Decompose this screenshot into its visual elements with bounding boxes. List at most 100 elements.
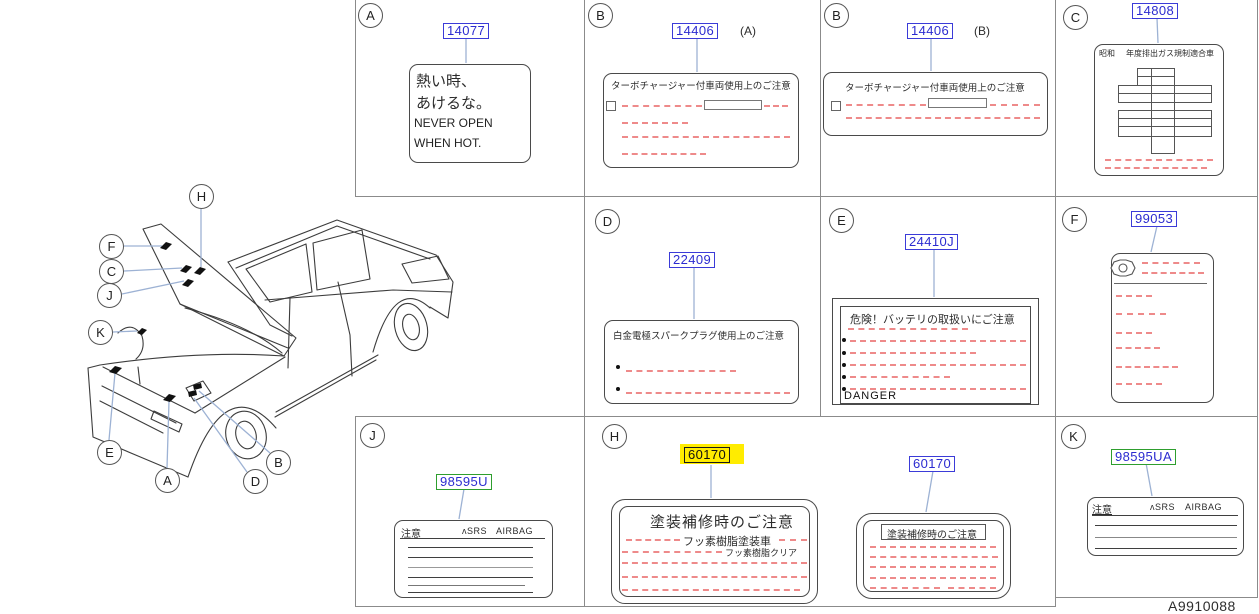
part-number-98595u[interactable]: 98595U [436, 474, 492, 490]
label-14406a-title: ターボチャージャー付車両使用上のご注意 [611, 82, 791, 92]
mark-H [194, 267, 206, 275]
grid-v-left-top [355, 0, 356, 196]
label-60170b-dash-3 [870, 566, 996, 568]
car-callout-E: E [97, 440, 122, 465]
label-98595ua-line-title [1092, 515, 1238, 516]
part-number-14808[interactable]: 14808 [1132, 3, 1179, 19]
label-60170a-dash-2a [626, 539, 680, 541]
label-14808-dash-2 [1105, 167, 1207, 169]
car-roofline-inner [235, 225, 431, 269]
label-14077-line3: NEVER OPEN [414, 116, 493, 130]
label-60170b-dash-5b [948, 587, 996, 589]
label-24410j-danger: DANGER [844, 390, 898, 402]
car-rocker [274, 354, 379, 418]
cell-k-letter: K [1061, 424, 1086, 449]
label-99053-dash-2 [1116, 313, 1166, 315]
part-number-24410j[interactable]: 24410J [905, 234, 959, 250]
label-24410j-title: 危険！バッテリの取扱いにご注意 [850, 314, 1015, 326]
label-22409-dash-1 [626, 370, 736, 372]
label-60170b-dash-4 [870, 577, 996, 579]
label-60170a-title: 塗装補修時のご注意 [650, 515, 795, 531]
label-99053-dash-top2 [1142, 272, 1204, 274]
label-98595ua-airbag: AIRBAG [1185, 502, 1223, 512]
car-fender-top [99, 353, 285, 366]
label-24410j-bullet-5 [842, 387, 846, 391]
part-number-60170-selected[interactable]: 60170 [684, 447, 731, 463]
leader-D [193, 397, 248, 473]
part-number-99053[interactable]: 99053 [1131, 211, 1178, 227]
label-99053-dash-top1 [1142, 262, 1200, 264]
car-hood-open [142, 223, 297, 357]
part-number-14077[interactable]: 14077 [443, 23, 490, 39]
label-98595ua [1087, 497, 1244, 556]
label-60170b-title: 塗装補修時のご注意 [887, 530, 977, 541]
label-14077-line4: WHEN HOT. [414, 136, 482, 150]
label-98595u-srs: ʌSRS [462, 526, 488, 536]
label-14406b-dash-1a [846, 104, 926, 106]
label-22409-title: 白金電極スパークプラグ使用上のご注意 [613, 332, 785, 342]
car-rear-wheel-arch [372, 298, 431, 353]
label-22409-bullet-1 [616, 365, 620, 369]
car-grille-line-2 [99, 400, 164, 434]
label-24410j-inner [840, 306, 1031, 404]
mark-C [180, 265, 192, 273]
car-callout-H: H [189, 184, 214, 209]
mark-D [188, 390, 197, 397]
label-14808-center-column [1151, 68, 1175, 154]
label-98595ua-line-1 [1095, 525, 1237, 526]
pn-leader-98595ua [1145, 462, 1153, 497]
car-headlight [150, 410, 183, 433]
car-roofline [227, 219, 437, 263]
grid-h-1 [355, 196, 1258, 197]
car-battery-box [185, 380, 212, 402]
label-14406b-dash-2 [846, 117, 1040, 119]
label-60170a-dash-6 [622, 589, 800, 591]
label-14406a-dash-4 [622, 153, 706, 155]
label-14406b-title: ターボチャージャー付車両使用上のご注意 [845, 84, 1025, 94]
label-60170a-dash-5 [622, 576, 807, 578]
variant-b: (B) [974, 24, 990, 38]
label-60170b-dash-2 [870, 556, 998, 558]
part-number-14406b[interactable]: 14406 [907, 23, 954, 39]
car-nose-top [87, 364, 101, 369]
grid-v-2 [584, 0, 585, 606]
label-14406a-inline-box [704, 100, 762, 110]
leader-J [121, 280, 185, 295]
car-rear-window [401, 255, 450, 284]
label-24410j-dash-5 [850, 388, 1026, 390]
label-99053-dash-5 [1116, 366, 1178, 368]
leader-C [123, 267, 183, 272]
cell-b2-letter: B [824, 3, 849, 28]
car-front-window [245, 243, 313, 303]
label-24410j-dash-2 [850, 352, 976, 354]
cell-f-letter: F [1062, 207, 1087, 232]
car-callout-A: A [155, 468, 180, 493]
part-number-60170[interactable]: 60170 [909, 456, 956, 472]
mark-E [109, 366, 122, 374]
label-14406b-inline-box [928, 98, 987, 108]
label-98595u-line-6 [408, 592, 533, 593]
part-number-14406a[interactable]: 14406 [672, 23, 719, 39]
label-60170b-dash-1 [870, 546, 996, 548]
label-14406a-dash-2 [622, 122, 688, 124]
label-98595ua-line-2 [1095, 537, 1237, 538]
label-14808-rect-4 [1118, 93, 1212, 103]
label-24410j-dash-0 [848, 328, 968, 330]
cell-a-letter: A [358, 3, 383, 28]
label-14406a-dash-1a [622, 105, 702, 107]
label-99053-divider [1114, 283, 1207, 284]
car-beltline [264, 289, 453, 301]
figure-code: A9910088 [1168, 598, 1236, 614]
label-24410j-dash-3 [850, 364, 1026, 366]
label-14406a-checkbox [606, 101, 616, 111]
label-99053-badge-icon [1110, 259, 1136, 277]
part-number-98595ua[interactable]: 98595UA [1111, 449, 1177, 465]
label-98595u-line-2 [408, 557, 533, 558]
cell-j-letter: J [360, 423, 385, 448]
car-diagram [87, 209, 454, 478]
grid-v-right [1257, 0, 1258, 597]
part-number-22409[interactable]: 22409 [669, 252, 716, 268]
grid-v-3 [820, 0, 821, 416]
car-callout-F: F [99, 234, 124, 259]
car-trunk-edge [429, 254, 454, 319]
